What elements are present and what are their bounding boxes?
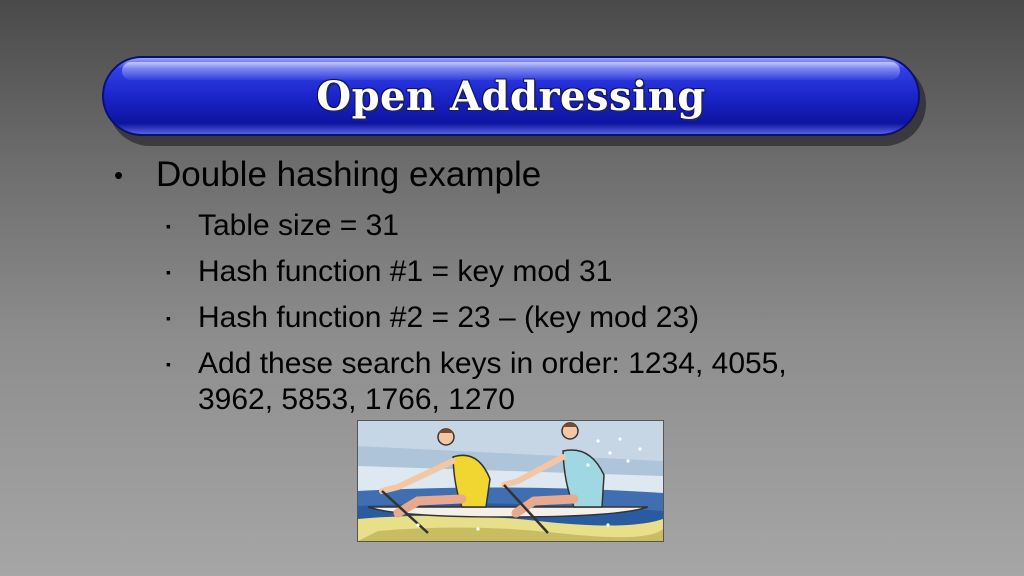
sub-bullet-marker: ▪ bbox=[166, 356, 171, 372]
sub-bullet-marker: ▪ bbox=[166, 310, 171, 326]
slide-content: • Double hashing example ▪ Table size = … bbox=[110, 152, 910, 418]
bullet-text: Double hashing example bbox=[156, 155, 542, 194]
sub-bullet-marker: ▪ bbox=[166, 264, 171, 280]
sub-item-text: Add these search keys in order: 1234, 40… bbox=[198, 347, 787, 416]
sub-item-text: Hash function #1 = key mod 31 bbox=[198, 255, 613, 288]
sub-bullet-marker: ▪ bbox=[166, 218, 171, 234]
sub-item-text: Hash function #2 = 23 – (key mod 23) bbox=[198, 301, 700, 334]
sub-item: ▪ Hash function #2 = 23 – (key mod 23) bbox=[110, 300, 910, 336]
slide-title: Open Addressing bbox=[316, 72, 706, 120]
title-bar: Open Addressing bbox=[102, 56, 920, 136]
bullet-marker: • bbox=[114, 160, 124, 190]
sub-item: ▪ Table size = 31 bbox=[110, 208, 910, 244]
sub-item: ▪ Add these search keys in order: 1234, … bbox=[110, 346, 910, 418]
rowers-illustration bbox=[358, 421, 663, 541]
rowers-clipart bbox=[357, 420, 664, 542]
sub-item-text: Table size = 31 bbox=[198, 209, 399, 242]
title-gloss bbox=[122, 62, 900, 80]
bullet-item: • Double hashing example bbox=[110, 152, 910, 198]
sub-item: ▪ Hash function #1 = key mod 31 bbox=[110, 254, 910, 290]
